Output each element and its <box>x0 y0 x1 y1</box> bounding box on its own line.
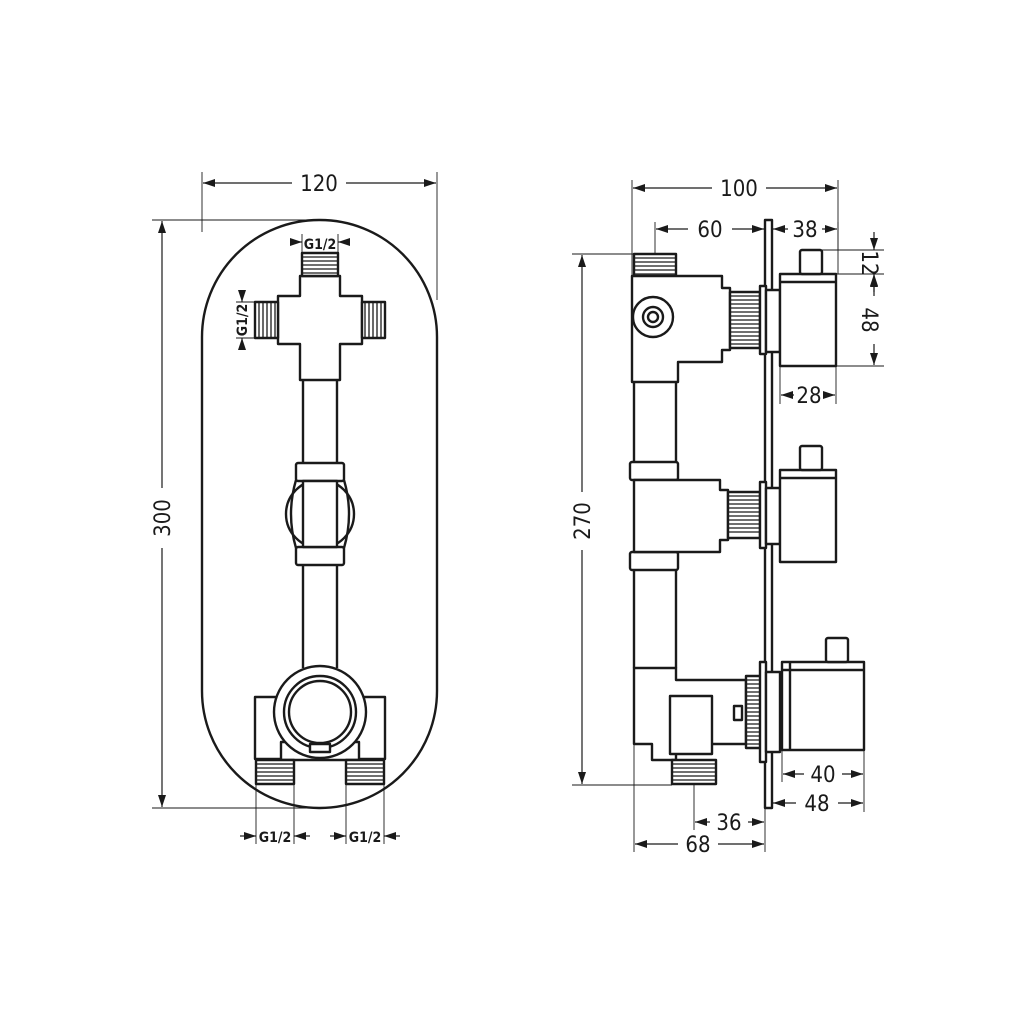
handle-width-label: 28 <box>796 384 821 409</box>
callout-top-thread: G1/2 <box>290 234 350 253</box>
width-label: 120 <box>300 172 338 197</box>
dimension-handle-top-gap: 12 <box>822 232 884 292</box>
dimension-handle-width: 28 <box>779 366 837 409</box>
outlet-offset-label: 36 <box>716 811 741 836</box>
riser-pipe <box>301 378 339 668</box>
side-top-thread <box>632 252 678 278</box>
side-middle-body <box>628 460 782 572</box>
callout-bottom-left-thread: G1/2 <box>240 784 310 846</box>
depth-body-label: 60 <box>697 218 722 243</box>
bottom-mixing-block <box>253 664 387 762</box>
thread-bottom-right-label: G1/2 <box>349 830 381 846</box>
thread-bottom-left-label: G1/2 <box>259 830 291 846</box>
middle-clamp <box>284 461 356 567</box>
dimension-diverter-depth: 40 <box>781 750 865 788</box>
dimension-depth-body: 60 <box>654 218 764 254</box>
side-bottom-body <box>632 660 782 764</box>
bottom-right-thread <box>344 758 386 786</box>
diverter-total-label: 48 <box>804 792 829 817</box>
callout-bottom-right-thread: G1/2 <box>330 784 400 846</box>
dimension-diverter-total: 48 <box>773 782 865 817</box>
side-view: 100 60 38 12 48 <box>571 177 884 858</box>
dimension-body-height: 270 <box>571 253 672 786</box>
height-label: 300 <box>151 499 176 537</box>
dimension-handle-height: 48 <box>836 275 884 367</box>
body-height-label: 270 <box>571 502 596 540</box>
side-top-body <box>630 274 732 384</box>
front-view: 120 300 G1/2 G1/2 <box>151 172 439 846</box>
top-cross-fitting <box>276 274 364 382</box>
handle-top-gap-label: 12 <box>856 250 881 275</box>
dimension-outlet-total: 68 <box>633 744 766 858</box>
handle-height-label: 48 <box>856 307 881 332</box>
dimension-width: 120 <box>201 172 438 300</box>
bottom-left-thread <box>254 758 296 786</box>
callout-left-thread: G1/2 <box>235 290 255 350</box>
top-thread <box>300 251 340 278</box>
dimension-handle-depth: 38 <box>773 218 839 274</box>
dimension-outlet-offset: 36 <box>693 785 764 836</box>
side-middle-handle <box>778 444 838 564</box>
handle-depth-label: 38 <box>792 218 817 243</box>
side-bottom-handle <box>780 636 866 752</box>
thread-left-label: G1/2 <box>235 304 251 336</box>
dimension-depth-total: 100 <box>631 177 839 280</box>
outlet-total-label: 68 <box>685 833 710 858</box>
side-main-pipe <box>632 380 678 668</box>
side-top-spindle <box>728 284 782 356</box>
dimension-height: 300 <box>151 219 320 809</box>
side-top-handle <box>778 248 838 368</box>
thread-top-label: G1/2 <box>304 237 336 253</box>
right-thread <box>360 300 387 340</box>
left-thread <box>253 300 280 340</box>
side-bottom-outlet <box>670 758 718 786</box>
depth-total-label: 100 <box>720 177 758 202</box>
diverter-depth-label: 40 <box>810 763 835 788</box>
